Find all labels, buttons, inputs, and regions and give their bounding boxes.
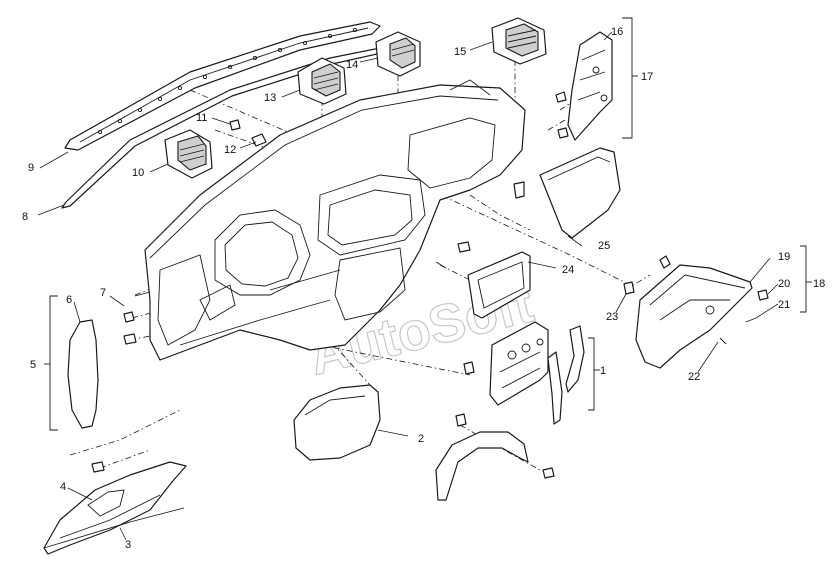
callout-17: 17 [641,71,653,83]
bracket-1 [588,337,595,411]
callout-2: 2 [418,433,424,445]
bracket-18 [800,245,807,313]
part-1-center-bezel [489,321,585,425]
clip-23 [623,281,635,295]
callout-13: 13 [264,92,276,104]
part-15-right-vent [491,17,547,65]
callout-25: 25 [598,240,610,252]
callout-22: 22 [688,371,700,383]
clip-7a [123,311,135,323]
part-18-glovebox [635,255,753,369]
callout-3: 3 [125,539,131,551]
part-3-lower-panel [43,461,187,555]
callout-23: 23 [606,311,618,323]
screw-22 [719,337,727,345]
part-13-center-vent [297,57,347,105]
bracket-3 [43,507,185,549]
dashboard-main-panel [144,79,526,361]
screw-2 [542,467,555,479]
clip-17b [557,127,569,139]
clip-2 [455,413,467,427]
clip-25 [513,181,525,199]
callout-9: 9 [28,162,34,174]
clip-7b [123,333,137,345]
callout-8: 8 [22,211,28,223]
callout-24: 24 [562,264,574,276]
callout-15: 15 [454,46,466,58]
callout-16: 16 [611,26,623,38]
callout-21: 21 [778,299,790,311]
bracket-5 [49,295,58,431]
callout-5: 5 [30,359,36,371]
screw-21 [745,317,757,323]
clip-20 [757,289,769,301]
clip-11 [229,119,241,131]
part-16-side-cover [567,31,613,141]
callout-14: 14 [346,59,358,71]
callout-19: 19 [778,251,790,263]
part-24-center-frame [467,251,531,319]
part-6-left-end-cap [67,319,99,429]
callout-20: 20 [778,278,790,290]
part-2-cluster-hood [293,384,381,461]
bracket-17 [622,17,633,139]
clip-1 [463,361,475,375]
part-14-center-vent [375,31,421,77]
callout-10: 10 [132,167,144,179]
callout-11: 11 [196,112,207,124]
callout-1: 1 [600,365,606,377]
part-9-top-strip [64,21,381,151]
callout-6: 6 [66,294,72,306]
screw-24 [435,261,447,269]
fasteners [91,91,769,479]
bracket-lines [43,17,812,549]
callout-12: 12 [224,144,236,156]
callout-4: 4 [60,481,66,493]
screw-7 [134,291,151,297]
clip-12 [251,133,267,147]
clip-4 [91,461,105,473]
part-25-glovebox-lid [539,147,621,239]
clip-24 [457,241,471,253]
clip-17a [555,91,567,103]
callout-labels: 1 2 3 4 5 6 7 8 9 10 11 12 13 14 15 16 1… [22,26,825,551]
part-2-meter-cover [435,431,529,501]
leader-lines [37,31,779,541]
callout-18: 18 [813,278,825,290]
callout-7: 7 [100,287,106,299]
part-10-left-vent [164,129,213,179]
